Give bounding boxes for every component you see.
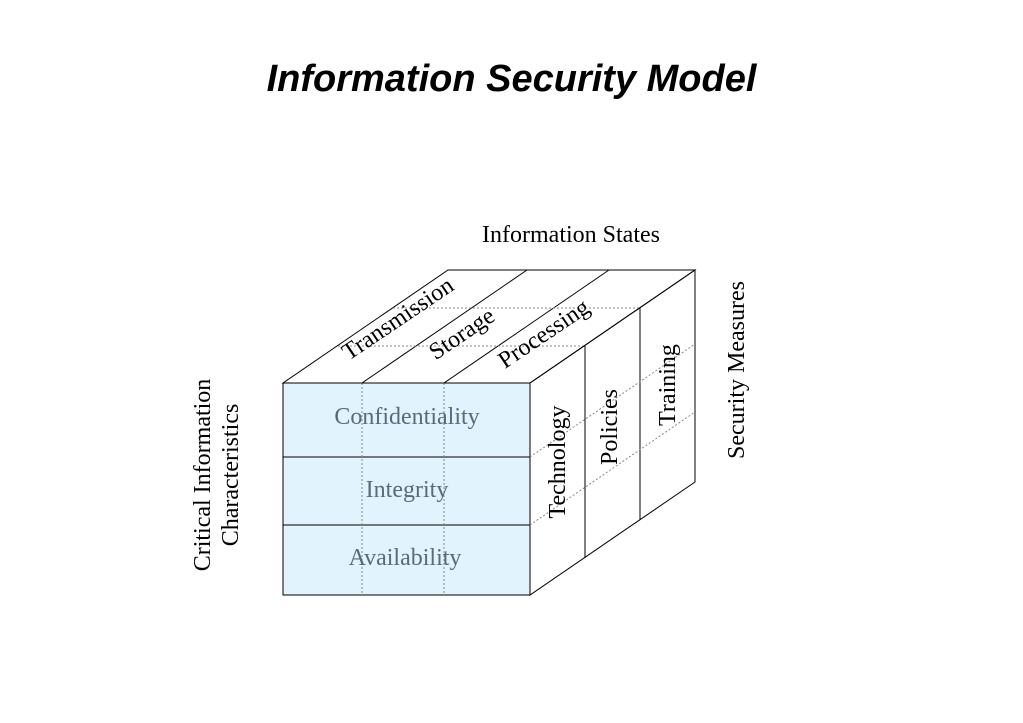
right-row-line [529,411,696,526]
critical-characteristics-label-line2: Characteristics [218,404,244,547]
critical-characteristics-label-line1: Critical Information [190,379,216,572]
characteristic-confidentiality: Confidentiality [334,404,479,430]
measure-training: Training [655,344,681,426]
right-row-line [529,343,696,458]
measure-policies: Policies [597,389,623,465]
information-states-label: Information States [482,222,660,248]
security-measures-label: Security Measures [724,281,750,459]
top-divider [443,269,610,384]
measure-technology: Technology [545,406,571,519]
top-divider [361,269,528,384]
front-face [282,382,531,596]
state-storage: Storage [424,303,499,366]
characteristic-integrity: Integrity [366,477,449,503]
diagram-title: Information Security Model [266,58,757,100]
right-face [529,269,696,596]
state-processing: Processing [494,294,595,374]
characteristic-availability: Availability [349,545,462,571]
